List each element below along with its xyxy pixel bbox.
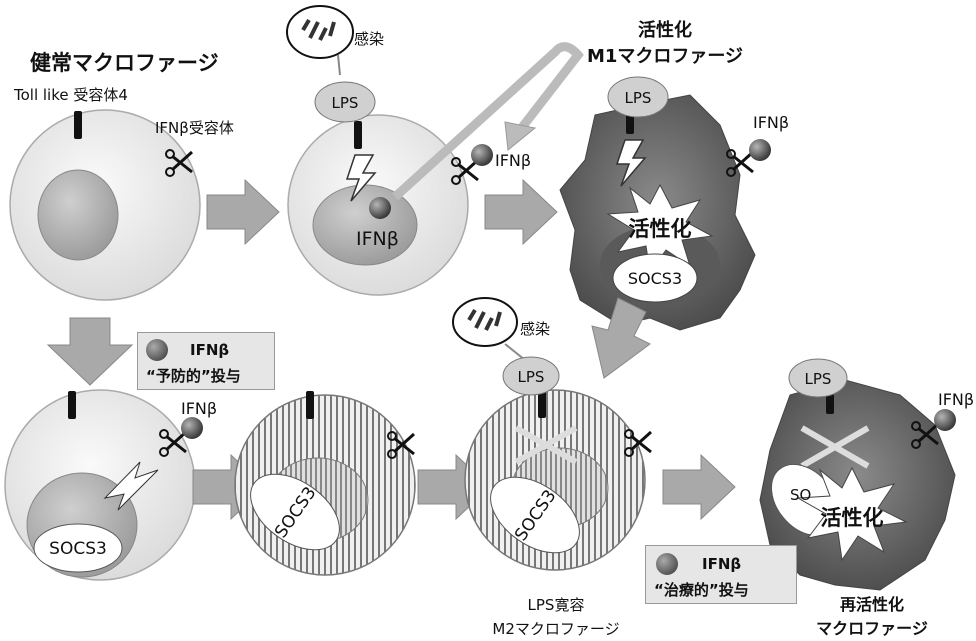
bacteria-icon <box>286 5 354 76</box>
socs3-expressing-cell <box>234 391 416 576</box>
lps-tolerant-m2-cell <box>464 389 653 571</box>
activated-title-1: 活性化 <box>638 19 692 41</box>
preventive-dose-box: IFNβ “予防的”投与 <box>137 332 275 390</box>
lps-label: LPS <box>518 368 545 386</box>
feedback-loop-arrow <box>391 42 584 201</box>
ifnb-label: IFNβ <box>181 399 217 418</box>
tlr4-label: Toll like 受容体4 <box>13 86 128 104</box>
arrow-icon <box>206 179 280 245</box>
activation-label: 活性化 <box>629 217 692 241</box>
infection-label: 感染 <box>520 320 550 338</box>
reactivated-macrophage-cell <box>759 379 956 591</box>
ifnb-inside-label: IFNβ <box>356 228 399 250</box>
activated-m1-cell <box>559 94 771 331</box>
therapeutic-ifnb-label: IFNβ <box>702 555 742 573</box>
ifnb-label: IFNβ <box>938 390 974 409</box>
tlr4-receptor-icon <box>74 111 82 139</box>
ifnb-secreted-label: IFNβ <box>495 151 531 170</box>
ifnb-ball-icon <box>146 339 168 361</box>
activated-title-2: M1マクロファージ <box>587 46 743 67</box>
activation-label: 活性化 <box>821 506 884 530</box>
arrow-icon <box>662 454 736 520</box>
arrow-icon <box>591 297 651 379</box>
bacteria-icon <box>452 297 526 361</box>
reactivated-label-2: マクロファージ <box>816 619 928 638</box>
preventive-treated-cell <box>4 389 203 581</box>
tolerant-label-2: M2マクロファージ <box>492 620 619 638</box>
therapeutic-dose-box: IFNβ “治療的”投与 <box>645 545 797 604</box>
arrow-icon <box>484 179 558 245</box>
lps-label: LPS <box>625 89 652 107</box>
healthy-macrophage-cell <box>9 109 201 301</box>
lps-stimulated-cell <box>287 114 493 296</box>
lps-molecule <box>314 81 376 123</box>
therapeutic-dose-label: “治療的”投与 <box>654 581 749 599</box>
healthy-title: 健常マクロファージ <box>30 51 219 75</box>
arrow-icon <box>46 317 134 386</box>
partial-socs-label: SO <box>790 486 811 504</box>
ifnb-ball-icon <box>656 553 678 575</box>
ifnb-receptor-label: IFNβ受容体 <box>155 119 234 137</box>
burst-icon <box>796 466 908 562</box>
ifnb-ball-icon <box>369 197 391 219</box>
tolerant-label-1: LPS寛容 <box>528 596 585 614</box>
lps-label: LPS <box>332 94 359 112</box>
preventive-ifnb-label: IFNβ <box>190 341 230 359</box>
ifnb-label: IFNβ <box>753 113 789 132</box>
lps-label: LPS <box>805 370 832 388</box>
socs3-label: SOCS3 <box>49 539 107 559</box>
preventive-dose-label: “予防的”投与 <box>146 367 241 385</box>
reactivated-label-1: 再活性化 <box>840 595 904 614</box>
socs3-label: SOCS3 <box>628 269 682 288</box>
infection-label: 感染 <box>354 30 384 48</box>
